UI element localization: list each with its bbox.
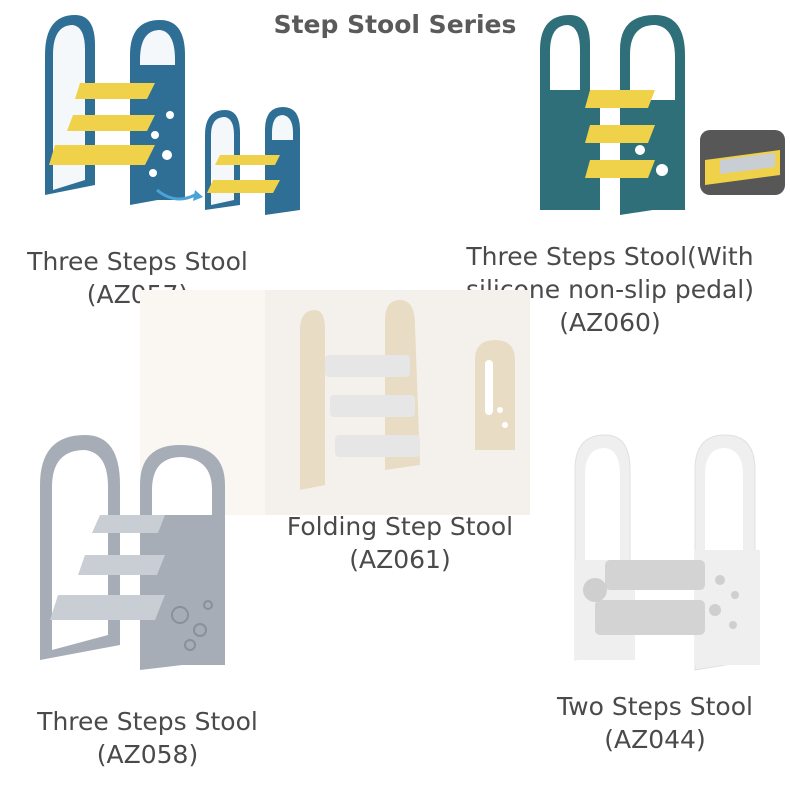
caption-az044: Two Steps Stool (AZ044): [535, 690, 775, 756]
product-name: Three Steps Stool: [37, 707, 258, 736]
product-name: Three Steps Stool(With: [466, 242, 754, 271]
folded-view: [475, 340, 515, 450]
caption-az061: Folding Step Stool (AZ061): [255, 510, 545, 576]
product-image-az061: [140, 290, 530, 515]
page-title: Step Stool Series: [273, 10, 517, 39]
product-image-az060: [530, 10, 785, 225]
product-name: Three Steps Stool: [27, 247, 248, 276]
stool-large: [45, 15, 185, 205]
caption-az058: Three Steps Stool (AZ058): [20, 705, 275, 771]
stool-small: [205, 107, 300, 215]
product-name: Two Steps Stool: [557, 692, 753, 721]
product-code: (AZ058): [96, 740, 199, 769]
product-image-az058: [30, 425, 245, 675]
product-name: Folding Step Stool: [286, 512, 514, 541]
arrow-icon: [156, 188, 196, 201]
product-image-az044: [555, 430, 780, 675]
product-code: (AZ061): [349, 545, 451, 574]
product-code: (AZ060): [559, 308, 661, 337]
pedal-detail: [700, 130, 785, 195]
product-image-az057: [35, 15, 310, 220]
product-code: (AZ044): [604, 725, 706, 754]
